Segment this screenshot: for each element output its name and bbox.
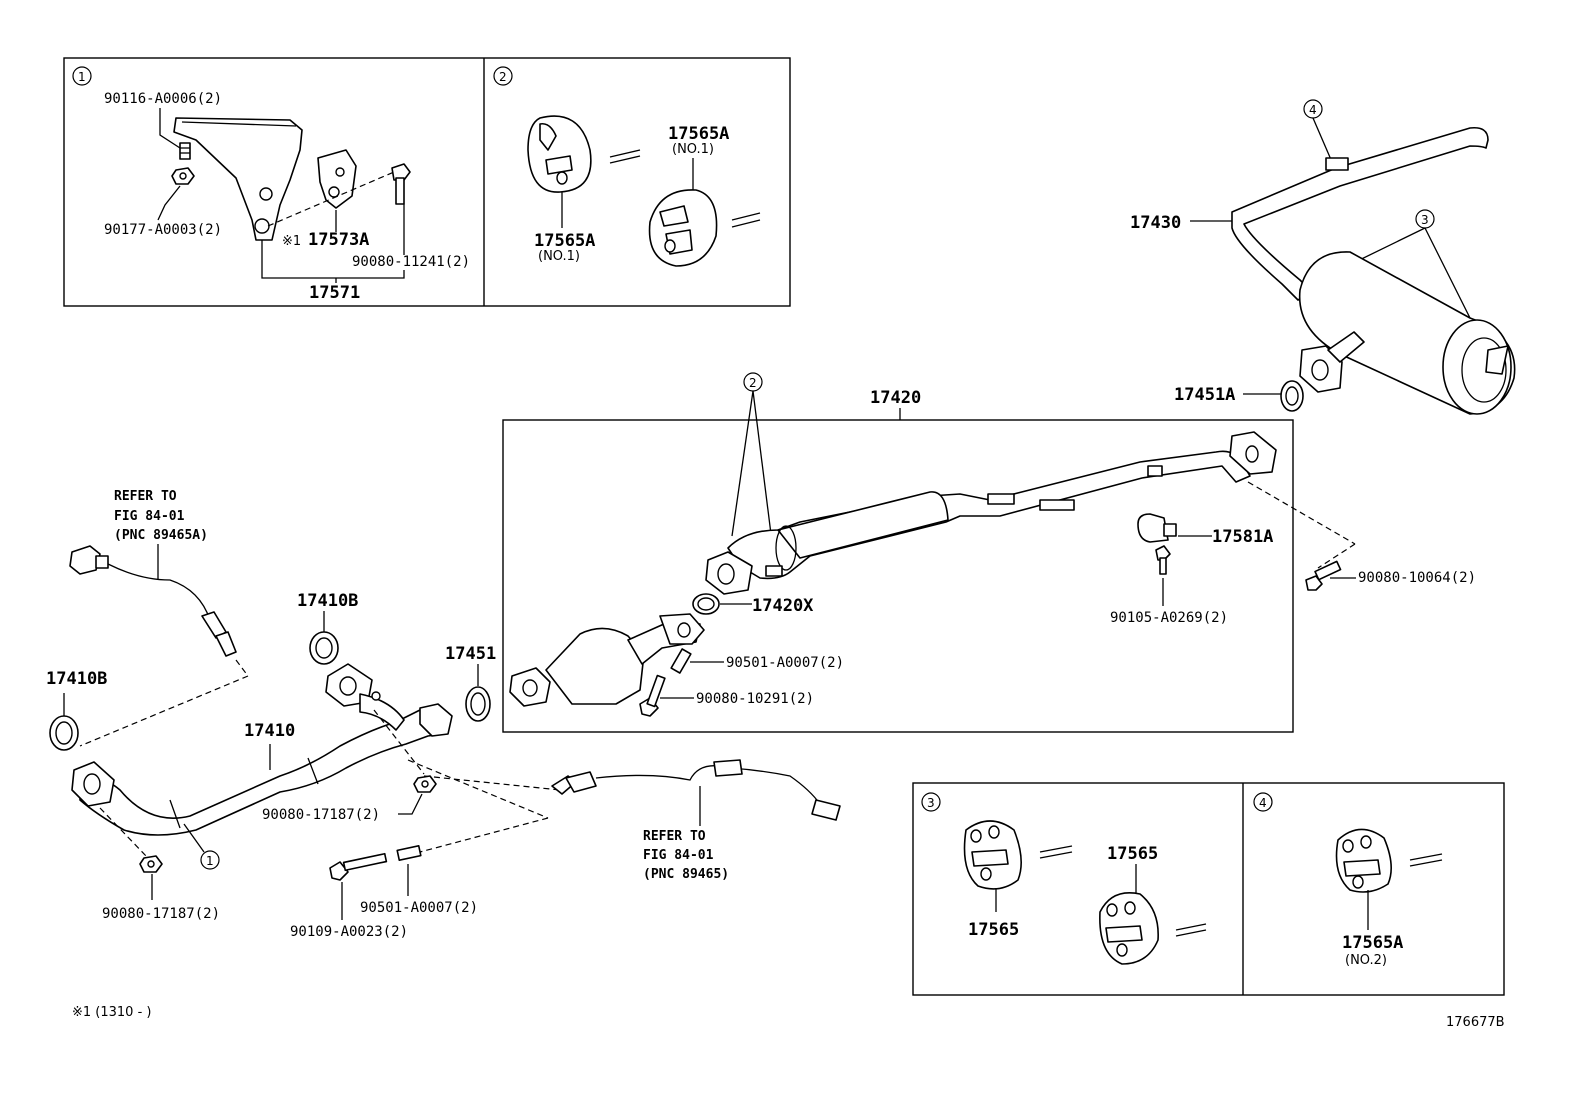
- label-ref-left-2: FIG 84-01: [114, 509, 185, 524]
- catalytic-converter-icon: [545, 627, 645, 705]
- label-bolt-90116: 90116-A0006(2): [104, 91, 222, 107]
- label-17565-right: 17565: [1107, 844, 1158, 864]
- rubber-hanger-icon: [1099, 892, 1159, 965]
- label-17451A: 17451A: [1174, 385, 1235, 405]
- label-footnote-mark: ※1: [282, 234, 301, 249]
- label-17565-left: 17565: [968, 920, 1019, 940]
- bolt-icon: [329, 861, 349, 881]
- rubber-mount-icon: [317, 149, 357, 209]
- label-ref-bottom-1: REFER TO: [643, 829, 706, 844]
- label-17565A-left: 17565A: [534, 231, 595, 251]
- label-bolt-90109: 90109-A0023(2): [290, 924, 408, 940]
- center-pipe-icon: [727, 450, 1251, 580]
- label-nut-90080-17187-mid: 90080-17187(2): [262, 807, 380, 823]
- label-17410B-left: 17410B: [46, 669, 107, 689]
- label-17410: 17410: [244, 721, 295, 741]
- label-17430: 17430: [1130, 213, 1181, 233]
- inset-1: 1 90116-A0006(2) 90177-A0003(2) ※1 17573…: [72, 66, 470, 303]
- label-17420: 17420: [870, 388, 921, 408]
- label-bolt-90080-11241: 90080-11241(2): [352, 254, 470, 270]
- label-ref-bottom-2: FIG 84-01: [643, 848, 714, 863]
- bolt-90080-10064: 90080-10064(2): [1305, 560, 1476, 591]
- center-pipe-box: 17420 2 17420X 90501-A0007(2): [502, 372, 1356, 733]
- label-17565A-no2-note: (NO.2): [1345, 953, 1387, 968]
- callout-3b-label: 3: [927, 796, 935, 810]
- rubber-hanger-icon: [648, 189, 718, 267]
- bolt-icon: [179, 142, 191, 160]
- front-pipe-group: REFER TO FIG 84-01 (PNC 89465A) 17410B 1…: [46, 489, 841, 940]
- footnote: ※1 (1310 - ): [72, 1005, 151, 1020]
- label-17571: 17571: [309, 283, 360, 303]
- label-17565A-right: 17565A: [668, 124, 729, 144]
- bolt-icon: [1155, 545, 1171, 561]
- callout-2b-label: 2: [749, 376, 757, 390]
- label-nut-90177: 90177-A0003(2): [104, 222, 222, 238]
- label-ref-left-1: REFER TO: [114, 489, 177, 504]
- label-17565A-left-note: (NO.1): [538, 249, 580, 264]
- label-bolt-90105: 90105-A0269(2): [1110, 610, 1228, 626]
- callout-1-label: 1: [78, 70, 86, 84]
- rubber-hanger-icon: [527, 115, 592, 193]
- label-17565A-right-note: (NO.1): [672, 142, 714, 157]
- label-17451: 17451: [445, 644, 496, 664]
- label-bolt-90080-10291: 90080-10291(2): [696, 691, 814, 707]
- spring-icon: [396, 845, 422, 861]
- inset-4: 4 17565A (NO.2): [1253, 792, 1443, 968]
- callout-4b-label: 4: [1259, 796, 1267, 810]
- callout-3-label: 3: [1421, 213, 1429, 227]
- label-bolt-90080-10064: 90080-10064(2): [1358, 570, 1476, 586]
- label-17573A: 17573A: [308, 230, 369, 250]
- inset-2: 2 17565A (NO.1) 17565A (NO.1): [493, 66, 761, 267]
- callout-4-label: 4: [1309, 103, 1317, 117]
- diagram-id: 176677B: [1446, 1015, 1505, 1030]
- label-ref-bottom-3: (PNC 89465): [643, 867, 729, 882]
- bolt-icon: [391, 163, 411, 181]
- label-17410B-top: 17410B: [297, 591, 358, 611]
- tail-pipe-muffler: 4 3 17430 17451A: [1130, 99, 1516, 415]
- rubber-hanger-icon: [1335, 828, 1392, 893]
- label-17565A-no2: 17565A: [1342, 933, 1403, 953]
- label-ref-left-3: (PNC 89465A): [114, 528, 208, 543]
- bracket-17571-icon: [173, 117, 303, 241]
- label-17420X: 17420X: [752, 596, 814, 616]
- label-nut-90080-17187-low: 90080-17187(2): [102, 906, 220, 922]
- label-17581A: 17581A: [1212, 527, 1273, 547]
- inset-box-3-4: [912, 782, 1505, 996]
- oxygen-sensor-icon: [551, 759, 841, 821]
- inset-3: 3 17565 17565: [921, 792, 1207, 965]
- label-spring-90501: 90501-A0007(2): [726, 655, 844, 671]
- rubber-hanger-icon: [963, 820, 1022, 890]
- callout-1b-label: 1: [206, 854, 214, 868]
- label-spring-90501-low: 90501-A0007(2): [360, 900, 478, 916]
- inset-box-1-2: [63, 57, 791, 307]
- oxygen-sensor-icon: [69, 545, 237, 657]
- callout-2-label: 2: [499, 70, 507, 84]
- tail-pipe-icon: [1231, 126, 1489, 301]
- spring-icon: [670, 648, 692, 674]
